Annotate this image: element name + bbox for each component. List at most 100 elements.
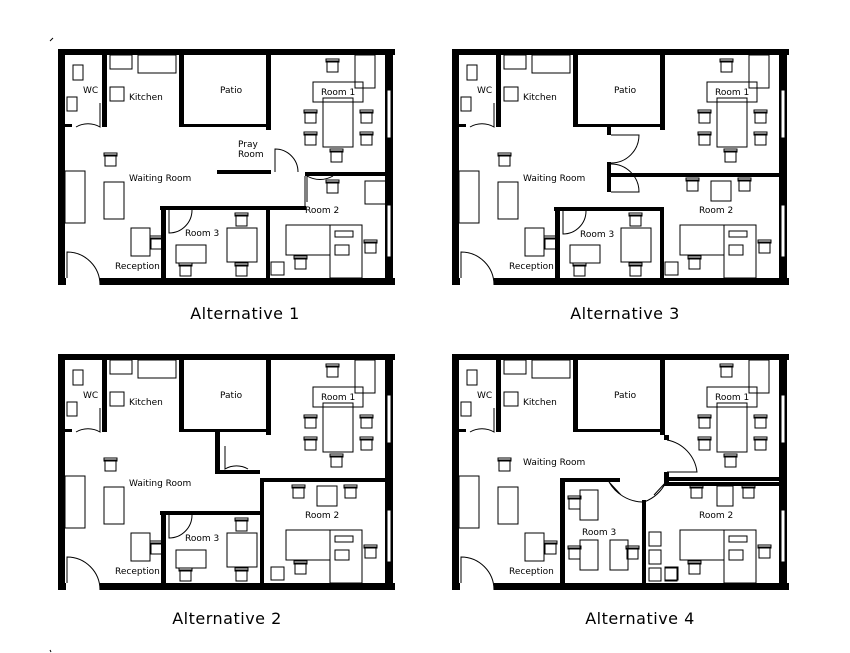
door-swing bbox=[75, 408, 101, 433]
wall bbox=[179, 124, 271, 127]
chair bbox=[235, 569, 248, 582]
room-label-waiting-room: Waiting Room bbox=[129, 174, 191, 184]
kitchen-sink-icon bbox=[503, 54, 527, 70]
wall bbox=[102, 360, 107, 432]
chair bbox=[544, 237, 557, 250]
chair bbox=[292, 486, 305, 499]
cabinet bbox=[664, 566, 679, 581]
conference-table bbox=[716, 97, 748, 148]
wall bbox=[560, 478, 565, 583]
wall bbox=[669, 477, 783, 481]
wall bbox=[179, 429, 271, 432]
chair-back bbox=[628, 262, 643, 267]
door-swing bbox=[469, 103, 495, 128]
chair bbox=[698, 111, 711, 124]
cabinet bbox=[748, 54, 770, 89]
chair bbox=[742, 486, 755, 499]
desk bbox=[679, 224, 725, 256]
wall bbox=[452, 278, 460, 285]
room-label-room-1: Room 1 bbox=[321, 393, 355, 403]
chair bbox=[698, 133, 711, 146]
chair-back bbox=[234, 262, 249, 267]
chair-back bbox=[737, 177, 752, 182]
wall bbox=[452, 49, 789, 55]
room-label-wc: WC bbox=[83, 86, 98, 96]
cabinet bbox=[664, 261, 679, 276]
chair-back bbox=[697, 414, 712, 419]
room-label-pray-room: Pray bbox=[238, 140, 258, 150]
corner-mark bbox=[49, 37, 54, 42]
window bbox=[386, 89, 392, 139]
stove-icon bbox=[109, 391, 125, 407]
window bbox=[386, 509, 392, 563]
kitchen-sink-icon bbox=[503, 359, 527, 375]
window bbox=[780, 204, 786, 258]
wall bbox=[100, 583, 395, 590]
wall bbox=[496, 360, 501, 432]
printer-icon bbox=[728, 244, 744, 256]
reception-desk bbox=[524, 532, 545, 562]
wall bbox=[779, 354, 787, 590]
chair bbox=[688, 562, 701, 575]
toilet-icon bbox=[72, 369, 84, 386]
chair-back bbox=[363, 544, 378, 549]
room-label-room-2: Room 2 bbox=[305, 206, 339, 216]
room-label-room-1: Room 1 bbox=[715, 393, 749, 403]
wall bbox=[65, 429, 72, 432]
wall bbox=[160, 206, 306, 210]
chair-back bbox=[359, 436, 374, 441]
chair bbox=[720, 60, 733, 73]
wall bbox=[100, 278, 395, 285]
chair-back bbox=[325, 58, 340, 63]
chair-back bbox=[303, 131, 318, 136]
chair-back bbox=[293, 560, 308, 565]
wall bbox=[660, 207, 664, 278]
door-swing bbox=[168, 514, 193, 539]
furniture bbox=[579, 489, 599, 521]
room-label-reception: Reception bbox=[115, 567, 160, 577]
chair-back bbox=[543, 540, 558, 545]
window bbox=[386, 394, 392, 444]
counter bbox=[137, 54, 177, 74]
chair bbox=[235, 264, 248, 277]
wall bbox=[58, 354, 395, 360]
door-swing bbox=[562, 210, 587, 235]
chair bbox=[179, 264, 192, 277]
chair bbox=[629, 214, 642, 227]
chair bbox=[573, 264, 586, 277]
wall bbox=[573, 429, 665, 432]
wall bbox=[555, 207, 560, 278]
chair bbox=[364, 546, 377, 559]
chair bbox=[360, 133, 373, 146]
chair bbox=[326, 60, 339, 73]
computer-icon bbox=[728, 230, 748, 238]
chair bbox=[754, 133, 767, 146]
chair bbox=[235, 519, 248, 532]
plan-title: Alternative 2 bbox=[172, 609, 282, 628]
chair-back bbox=[757, 239, 772, 244]
chair bbox=[104, 154, 117, 167]
door-swing bbox=[666, 439, 698, 473]
furniture bbox=[716, 485, 734, 507]
window bbox=[386, 204, 392, 258]
wall bbox=[452, 354, 789, 360]
door-swing bbox=[469, 408, 495, 433]
chair bbox=[326, 365, 339, 378]
chair-back bbox=[303, 414, 318, 419]
wall bbox=[554, 207, 664, 211]
cabinet bbox=[354, 359, 376, 394]
wall bbox=[664, 435, 669, 440]
chair-back bbox=[234, 517, 249, 522]
door-swing bbox=[460, 251, 495, 286]
sink-icon bbox=[460, 96, 472, 112]
chair bbox=[754, 438, 767, 451]
chair-back bbox=[753, 414, 768, 419]
chair-back bbox=[359, 109, 374, 114]
room-label-wc: WC bbox=[83, 391, 98, 401]
chair-back bbox=[497, 152, 512, 157]
desk-return bbox=[723, 224, 757, 279]
chair bbox=[294, 257, 307, 270]
chair bbox=[304, 111, 317, 124]
